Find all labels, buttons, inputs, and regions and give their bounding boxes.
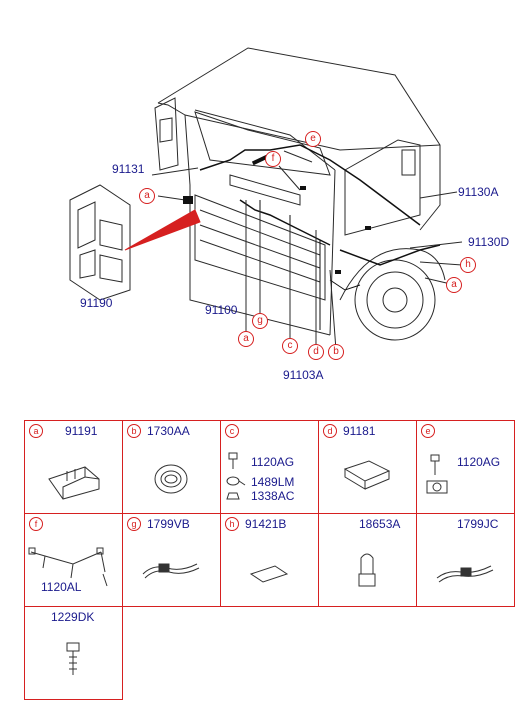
parts-cell-header: g 1799VB bbox=[123, 514, 220, 534]
callout-f: f bbox=[29, 517, 43, 531]
label-91130A: 91130A bbox=[458, 185, 499, 199]
label-91190: 91190 bbox=[80, 296, 113, 310]
screw-icon bbox=[66, 642, 80, 675]
part-illustration-screw bbox=[25, 627, 122, 699]
part-illustration-bulb bbox=[319, 534, 416, 606]
callout-a: a bbox=[238, 331, 254, 347]
parts-table: a 91191 b bbox=[24, 420, 515, 700]
callout-h: h bbox=[460, 257, 476, 273]
callout-d: d bbox=[323, 424, 337, 438]
part-illustration-clip: 1120AG bbox=[417, 441, 514, 513]
part-number: 91181 bbox=[343, 424, 376, 438]
part-illustration-tape bbox=[221, 534, 318, 606]
wiring-diagram: 91131 91130A 91130D 91190 91100 91103A a… bbox=[69, 47, 510, 382]
parts-cell-header: 1799JC bbox=[417, 514, 514, 534]
parts-cell-header: c bbox=[221, 421, 318, 441]
part-number: 91421B bbox=[245, 517, 287, 531]
callout-b: b bbox=[127, 424, 141, 438]
parts-cell-header: 1229DK bbox=[25, 607, 122, 627]
callout-a: a bbox=[139, 188, 155, 204]
part-number: 1799VB bbox=[147, 517, 190, 531]
grommet-icon bbox=[154, 464, 188, 494]
fastener-set-icon bbox=[226, 452, 246, 500]
parts-cell-header: h 91421B bbox=[221, 514, 318, 534]
pad-icon bbox=[343, 460, 391, 490]
part-illustration-fasteners: 1120AG 1489LM 1338AC bbox=[221, 441, 318, 513]
sub-harness-icon bbox=[28, 547, 108, 587]
callout-b: b bbox=[328, 344, 344, 360]
cable-tie-icon bbox=[436, 565, 494, 583]
parts-cell-header: a 91191 bbox=[25, 421, 122, 441]
part-illustration-connector bbox=[25, 441, 122, 513]
callout-c: c bbox=[282, 338, 298, 354]
label-91130D: 91130D bbox=[468, 235, 510, 249]
callout-g: g bbox=[127, 517, 141, 531]
callout-c: c bbox=[225, 424, 239, 438]
part-number: 18653A bbox=[359, 517, 401, 531]
callout-d: d bbox=[308, 344, 324, 360]
callout-a: a bbox=[446, 277, 462, 293]
cable-tie-icon bbox=[142, 563, 200, 579]
subpart-1120AG: 1120AG bbox=[251, 455, 295, 469]
callout-h: h bbox=[225, 517, 239, 531]
parts-cell-header: f bbox=[25, 514, 122, 534]
clip-icon bbox=[426, 454, 448, 494]
callout-a: a bbox=[29, 424, 43, 438]
parts-cell-header: b 1730AA bbox=[123, 421, 220, 441]
callout-e: e bbox=[305, 131, 321, 147]
part-illustration-grommet bbox=[123, 441, 220, 513]
part-number: 1730AA bbox=[147, 424, 190, 438]
parts-cell-header: e bbox=[417, 421, 514, 441]
label-91100: 91100 bbox=[205, 303, 238, 317]
tape-icon bbox=[249, 565, 289, 583]
truck-cab-illustration bbox=[69, 47, 463, 351]
parts-cell-header: d 91181 bbox=[319, 421, 416, 441]
part-number: 1799JC bbox=[457, 517, 499, 531]
part-illustration-pad bbox=[319, 441, 416, 513]
parts-cell-header: 18653A bbox=[319, 514, 416, 534]
callout-f: f bbox=[265, 151, 281, 167]
part-illustration-cable-tie bbox=[123, 534, 220, 606]
part-number: 91191 bbox=[65, 424, 98, 438]
connector-icon bbox=[48, 466, 100, 500]
subpart-1120AL: 1120AL bbox=[41, 580, 82, 594]
callout-e: e bbox=[421, 424, 435, 438]
part-illustration-cable-tie bbox=[417, 534, 514, 606]
callout-g: g bbox=[252, 313, 268, 329]
subpart-1489LM: 1489LM bbox=[251, 475, 295, 489]
subpart-1120AG: 1120AG bbox=[457, 455, 501, 469]
part-illustration-sub-harness: 1120AL bbox=[25, 534, 122, 606]
subpart-1338AC: 1338AC bbox=[251, 489, 295, 503]
bulb-icon bbox=[358, 553, 376, 587]
part-number: 1229DK bbox=[51, 610, 95, 624]
label-91103A: 91103A bbox=[283, 368, 324, 382]
label-91131: 91131 bbox=[112, 162, 145, 176]
